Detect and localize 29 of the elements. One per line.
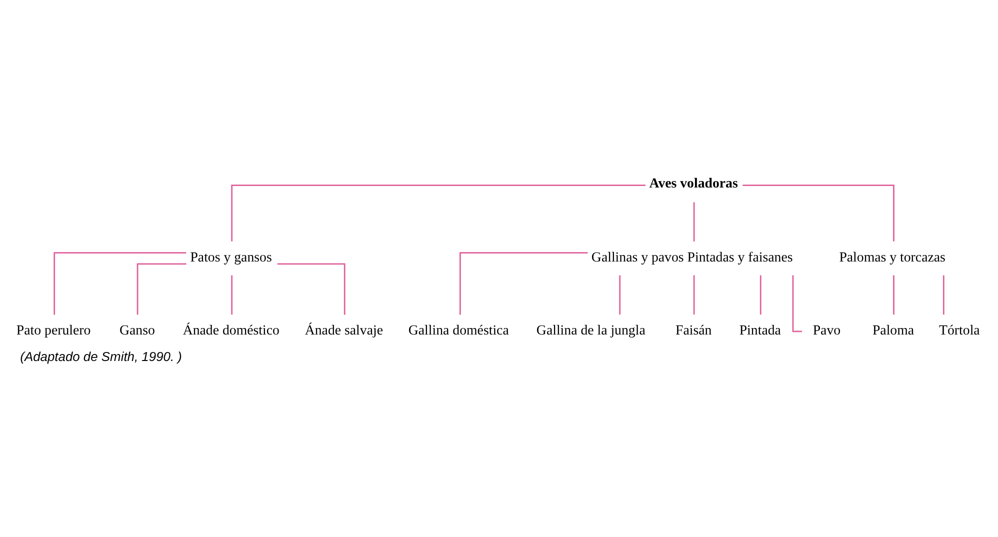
node-text: Palomas y torcazas (839, 249, 946, 264)
node-text: Pato perulero (16, 322, 91, 338)
node-text: Pintada (739, 322, 781, 338)
connector (742, 184, 894, 241)
connector (619, 274, 621, 314)
node-text: Pavo (812, 322, 841, 338)
connector (693, 202, 695, 242)
node-text: Ánade doméstico (182, 322, 280, 338)
node-text: Gallina doméstica (408, 322, 509, 338)
node-text: Tórtola (939, 322, 980, 338)
node-text: Faisán (676, 322, 712, 338)
node-text: Paloma (872, 322, 914, 338)
connector (693, 274, 695, 314)
node-text: Gallinas y pavos Pintadas y faisanes (591, 249, 793, 264)
node-text: Aves voladoras (649, 175, 738, 190)
connector (136, 262, 186, 314)
node-text: Ganso (120, 322, 155, 338)
connector (459, 252, 588, 314)
connector (277, 262, 346, 314)
connector (231, 184, 646, 241)
connector (893, 274, 894, 314)
node-text: Patos y gansos (190, 249, 272, 264)
node-text: Gallina de la jungla (536, 322, 646, 338)
connector (54, 252, 186, 314)
connector (231, 274, 233, 314)
node-text: Ánade salvaje (304, 322, 383, 338)
connector (942, 274, 944, 314)
connector (760, 274, 762, 314)
caption: (Adaptado de Smith, 1990. ) (20, 348, 182, 364)
